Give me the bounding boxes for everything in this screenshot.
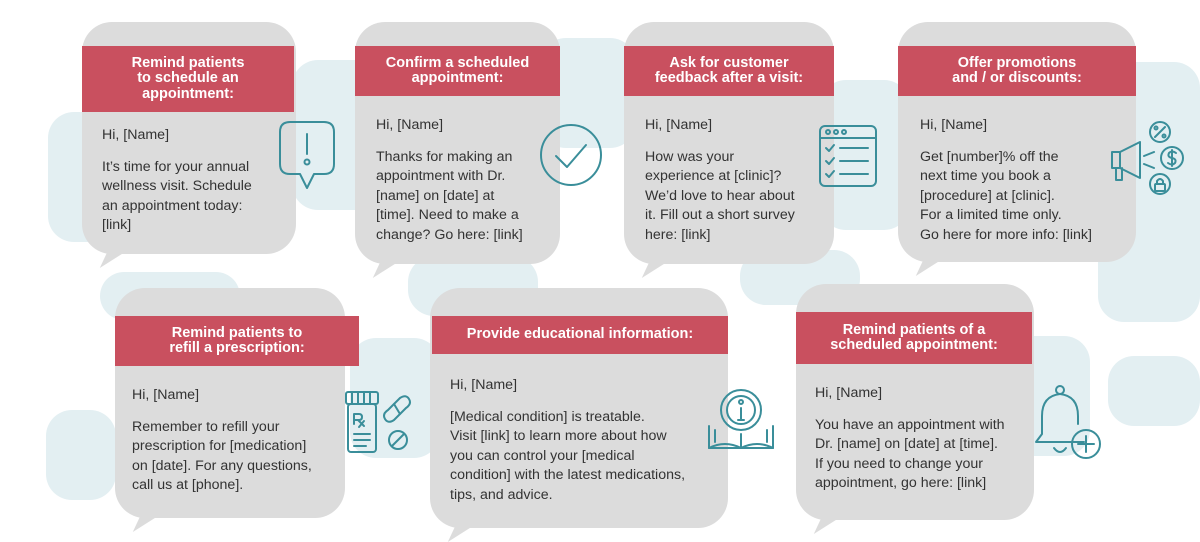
card-body: [Medical condition] is treatable. Visit … [450,408,686,503]
card-body: Thanks for making an appointment with Dr… [376,148,523,243]
prescription-icon [342,388,414,460]
card-body: How was your experience at [clinic]? We’… [645,148,795,243]
card-body: Remember to refill your prescription for… [132,418,312,494]
card-text: Hi, [Name] You have an appointment with … [815,384,1033,494]
card-greeting: Hi, [Name] [102,127,170,143]
card-greeting: Hi, [Name] [815,385,883,401]
card-title: Remind patients of a scheduled appointme… [796,312,1032,364]
card-title: Remind patients to schedule an appointme… [82,46,294,112]
card-text: Hi, [Name] Remember to refill your presc… [132,386,342,496]
bell-plus-icon [1032,384,1104,464]
card-text: Hi, [Name] How was your experience at [c… [645,116,821,245]
card-greeting: Hi, [Name] [920,117,988,133]
card-body: Get [number]% off the next time you book… [920,148,1092,243]
card-text: Hi, [Name] Get [number]% off the next ti… [920,116,1132,245]
megaphone-icon [1108,118,1188,198]
background-bubble [820,80,910,230]
card-title: Remind patients to refill a prescription… [115,316,359,366]
alert-bubble-icon [276,118,338,194]
info-book-icon [705,384,777,456]
card-title: Ask for customer feedback after a visit: [624,46,834,96]
card-greeting: Hi, [Name] [450,377,518,393]
card-title: Offer promotions and / or discounts: [898,46,1136,96]
card-text: Hi, [Name] [Medical condition] is treata… [450,376,726,505]
checklist-icon [818,124,878,188]
card-greeting: Hi, [Name] [376,117,444,133]
card-title: Confirm a scheduled appointment: [355,46,560,96]
card-body: It’s time for your annual wellness visit… [102,158,252,234]
card-body: You have an appointment with Dr. [name] … [815,416,1005,492]
card-title: Provide educational information: [432,316,728,354]
card-greeting: Hi, [Name] [132,387,200,403]
background-bubble [46,410,116,500]
card-text: Hi, [Name] Thanks for making an appointm… [376,116,552,245]
card-text: Hi, [Name] It’s time for your annual wel… [102,126,292,236]
background-bubble [1108,356,1200,426]
checkmark-circle-icon [538,122,604,188]
card-greeting: Hi, [Name] [645,117,713,133]
